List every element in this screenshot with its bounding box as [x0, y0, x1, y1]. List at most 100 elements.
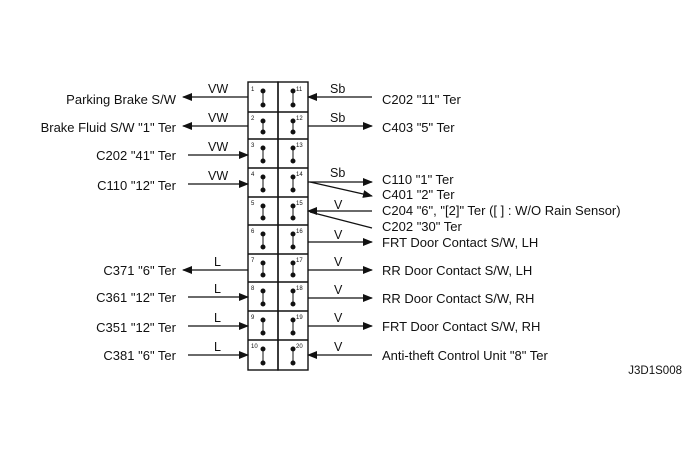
contact-dot	[260, 158, 266, 164]
contact-dot	[290, 317, 296, 323]
wire-code: V	[334, 255, 343, 269]
wire-code: VW	[208, 82, 228, 96]
label-rr-door-rh: RR Door Contact S/W, RH	[382, 291, 534, 306]
right-wire-codes: Sb Sb Sb V V V V V V	[330, 82, 345, 354]
label-c204-6: C204 "6", "[2]" Ter ([ ] : W/O Rain Sens…	[382, 203, 621, 218]
contact-dot	[290, 174, 296, 180]
wire-code: Sb	[330, 111, 345, 125]
contact-dot	[260, 231, 266, 237]
label-c110-12: C110 "12" Ter	[97, 178, 177, 193]
label-frt-door-lh: FRT Door Contact S/W, LH	[382, 235, 538, 250]
contact-dot	[290, 102, 296, 108]
wire-c202-30	[309, 211, 373, 229]
contact-dot	[260, 317, 266, 323]
pin-number: 14	[296, 172, 303, 178]
wire-code: L	[214, 311, 221, 325]
contact-dot	[260, 174, 266, 180]
pin-number: 3	[251, 143, 255, 149]
label-c361-12: C361 "12" Ter	[96, 290, 176, 305]
contact-dot	[290, 360, 296, 366]
wire-code: V	[334, 228, 343, 242]
contact-dot	[290, 129, 296, 135]
wire-code: L	[214, 282, 221, 296]
contact-dot	[290, 301, 296, 307]
contact-dot	[260, 301, 266, 307]
contact-dot	[290, 203, 296, 209]
contact-dot	[290, 231, 296, 237]
contact-dot	[290, 187, 296, 193]
contact-dot	[290, 118, 296, 124]
label-c351-12: C351 "12" Ter	[96, 320, 176, 335]
pin-number: 2	[251, 116, 255, 122]
contact-dot	[260, 88, 266, 94]
contact-dot	[260, 360, 266, 366]
label-c202-11: C202 "11" Ter	[382, 92, 462, 107]
label-c381-6: C381 "6" Ter	[103, 348, 176, 363]
right-labels: C202 "11" Ter C403 "5" Ter C110 "1" Ter …	[382, 92, 621, 363]
contact-dot	[290, 272, 296, 278]
label-c401-2: C401 "2" Ter	[382, 187, 455, 202]
label-anti-theft: Anti-theft Control Unit "8" Ter	[382, 348, 548, 363]
pin-number: 17	[296, 258, 303, 264]
label-c403-5: C403 "5" Ter	[382, 120, 455, 135]
wire-code: V	[334, 311, 343, 325]
contact-dot	[260, 244, 266, 250]
contact-dot	[290, 288, 296, 294]
left-labels: Parking Brake S/W Brake Fluid S/W "1" Te…	[41, 92, 177, 363]
pin-number: 4	[251, 172, 255, 178]
connector-body	[247, 81, 309, 371]
wire-code: VW	[208, 140, 228, 154]
label-brake-fluid-sw: Brake Fluid S/W "1" Ter	[41, 120, 177, 135]
wire-code: V	[334, 198, 343, 212]
wire-code: V	[334, 283, 343, 297]
wire-code: V	[334, 340, 343, 354]
contact-dot	[290, 145, 296, 151]
contact-dot	[260, 145, 266, 151]
contact-dot	[260, 203, 266, 209]
pin-number: 12	[296, 116, 303, 122]
contact-dot	[290, 158, 296, 164]
pin-number: 19	[296, 315, 303, 321]
wire-code: Sb	[330, 166, 345, 180]
contact-dot	[260, 215, 266, 221]
left-arrows	[182, 93, 249, 359]
pin-number: 8	[251, 286, 255, 292]
contact-dot	[290, 244, 296, 250]
contact-dot	[260, 118, 266, 124]
contact-dot	[290, 260, 296, 266]
contact-dot	[290, 330, 296, 336]
pin-number: 16	[296, 229, 303, 235]
label-rr-door-lh: RR Door Contact S/W, LH	[382, 263, 532, 278]
label-c110-1: C110 "1" Ter	[382, 172, 454, 187]
contact-dot	[260, 272, 266, 278]
contact-dot	[260, 187, 266, 193]
contact-dot	[290, 88, 296, 94]
right-arrows	[307, 93, 373, 359]
wire-code: L	[214, 255, 221, 269]
contact-dot	[260, 330, 266, 336]
contact-dot	[260, 288, 266, 294]
contact-dot	[290, 215, 296, 221]
arrow-out-c401-2	[309, 181, 373, 198]
pin-number: 15	[296, 201, 303, 207]
label-c371-6: C371 "6" Ter	[103, 263, 176, 278]
pin-number: 13	[296, 143, 303, 149]
pin-number: 10	[251, 344, 258, 350]
wire-code: L	[214, 340, 221, 354]
contact-dot	[260, 346, 266, 352]
label-frt-door-rh: FRT Door Contact S/W, RH	[382, 319, 540, 334]
contact-dot	[290, 346, 296, 352]
pin-number: 20	[296, 344, 303, 350]
pin-numbers: 1 2 3 4 5 6 7 8 9 10 11 12 13 14 15 16 1…	[251, 87, 303, 350]
pin-number: 1	[251, 87, 255, 93]
switch-contacts	[260, 88, 296, 366]
left-wire-codes: VW VW VW VW L L L L	[208, 82, 228, 354]
contact-dot	[260, 129, 266, 135]
pin-number: 9	[251, 315, 255, 321]
label-c202-30: C202 "30" Ter	[382, 219, 462, 234]
pin-number: 6	[251, 229, 255, 235]
pin-number: 5	[251, 201, 255, 207]
label-c202-41: C202 "41" Ter	[96, 148, 176, 163]
pin-number: 18	[296, 286, 303, 292]
